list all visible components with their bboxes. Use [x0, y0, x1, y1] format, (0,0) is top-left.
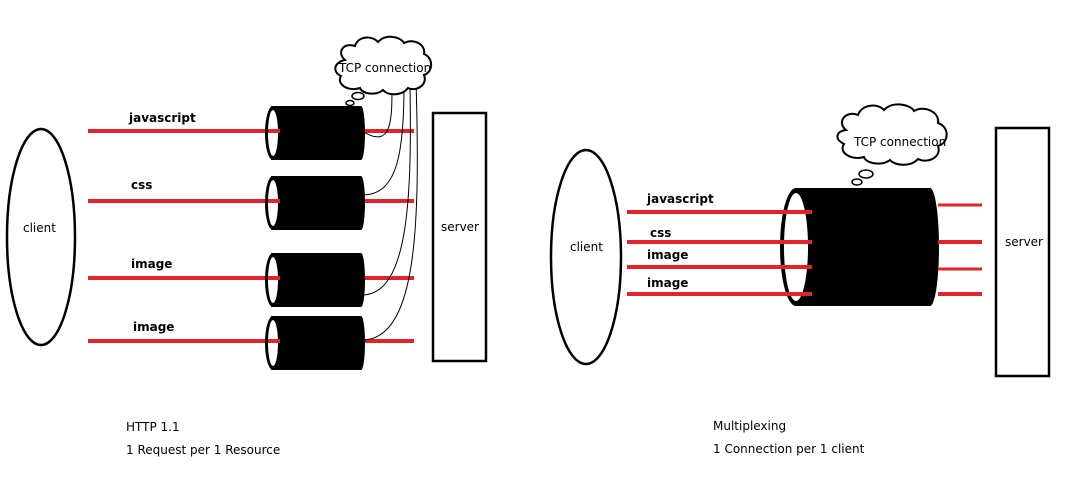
- right-request-label-4: image: [647, 276, 688, 290]
- right-request-label-1: javascript: [646, 192, 714, 206]
- right-request-label-2: css: [650, 226, 671, 240]
- left-cloud-connectors: [361, 79, 418, 341]
- left-caption-sub: 1 Request per 1 Resource: [126, 443, 280, 457]
- left-request-label-3: image: [131, 257, 172, 271]
- left-server-label: server: [441, 220, 479, 234]
- right-tcp-cloud: TCP connection: [836, 103, 948, 186]
- left-caption-title: HTTP 1.1: [126, 420, 180, 434]
- right-cloud-label: TCP connection: [853, 135, 946, 149]
- right-tcp-pipe: [780, 188, 939, 306]
- right-server-box: [994, 126, 1051, 378]
- left-cloud-label: TCP connection: [338, 61, 431, 75]
- left-tcp-pipe-2: [265, 176, 365, 230]
- left-request-label-2: css: [131, 178, 152, 192]
- left-request-label-4: image: [133, 320, 174, 334]
- right-caption-sub: 1 Connection per 1 client: [713, 442, 865, 456]
- left-client-ellipse: [5, 127, 77, 347]
- left-tcp-cloud: TCP connection: [334, 35, 433, 107]
- right-client-ellipse: [549, 148, 623, 366]
- http11-diagram: client server: [5, 35, 488, 457]
- right-caption-title: Multiplexing: [713, 419, 786, 433]
- left-tcp-pipe-4: [265, 316, 365, 370]
- left-request-label-1: javascript: [128, 111, 196, 125]
- left-pipe-inner-lines: [268, 129, 280, 343]
- left-server-box: [431, 111, 488, 363]
- left-client-label: client: [23, 221, 56, 235]
- right-client-label: client: [570, 240, 603, 254]
- right-server-label: server: [1005, 235, 1043, 249]
- left-request-lines: [88, 129, 414, 343]
- multiplexing-diagram: client server javascript css image image: [549, 103, 1051, 456]
- right-request-label-3: image: [647, 248, 688, 262]
- right-request-lines: [627, 203, 982, 296]
